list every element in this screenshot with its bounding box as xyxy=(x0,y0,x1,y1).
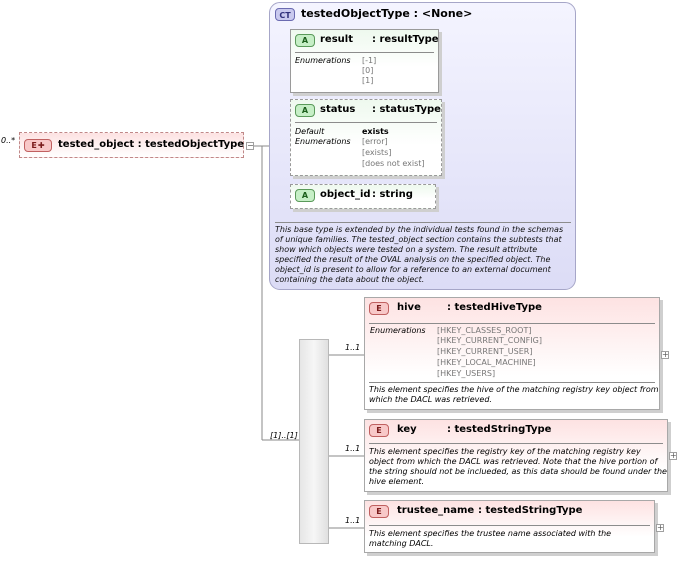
attribute-type: : string xyxy=(372,189,413,200)
element-description: This element specifies the registry key … xyxy=(369,447,667,486)
attribute-divider xyxy=(295,52,434,53)
attribute-name: result xyxy=(320,34,353,45)
element-divider xyxy=(369,443,663,444)
enumeration-value: [-1] xyxy=(362,56,377,65)
element-hive[interactable]: E hive : testedHiveType Enumerations [HK… xyxy=(364,297,660,410)
element-icon: E xyxy=(369,302,389,315)
element-divider xyxy=(369,382,655,383)
attribute-result[interactable]: A result : resultType Enumerations [-1] … xyxy=(290,29,439,93)
enumerations-label: Enumerations xyxy=(370,326,426,335)
element-type: : testedStringType xyxy=(447,424,552,435)
sequence-compositor[interactable] xyxy=(299,339,329,544)
root-element-tested-object[interactable]: E✚ tested_object : testedObjectType xyxy=(19,132,244,158)
element-cardinality: 1..1 xyxy=(345,444,361,453)
enumeration-value: [exists] xyxy=(362,148,392,157)
complex-type-description: This base type is extended by the indivi… xyxy=(275,222,571,285)
enumeration-value: [HKEY_CLASSES_ROOT] xyxy=(437,326,532,335)
root-cardinality: 0..* xyxy=(1,136,16,145)
element-type: : testedStringType xyxy=(478,505,583,516)
element-icon: E xyxy=(369,424,389,437)
element-divider xyxy=(369,323,655,324)
attribute-type: : resultType xyxy=(372,34,439,45)
enumerations-label: Enumerations xyxy=(295,137,351,146)
attribute-status[interactable]: A status : statusType Default exists Enu… xyxy=(290,99,442,176)
element-type: : testedHiveType xyxy=(447,302,542,313)
attribute-object-id[interactable]: A object_id : string xyxy=(290,184,436,209)
default-label: Default xyxy=(295,127,325,136)
enumeration-value: [1] xyxy=(362,76,374,85)
element-divider xyxy=(369,525,650,526)
attribute-divider xyxy=(295,122,437,123)
attribute-name: status xyxy=(320,104,356,115)
collapse-toggle-icon[interactable]: − xyxy=(246,141,254,150)
attribute-icon: A xyxy=(295,34,315,47)
enumeration-value: [HKEY_USERS] xyxy=(437,369,496,378)
enumeration-value: [HKEY_CURRENT_USER] xyxy=(437,347,533,356)
element-cardinality: 1..1 xyxy=(345,343,361,352)
enumeration-value: [error] xyxy=(362,137,388,146)
complex-type-icon: CT xyxy=(275,8,295,21)
expand-toggle-icon[interactable]: + xyxy=(669,451,677,460)
expand-toggle-icon[interactable]: + xyxy=(656,523,664,532)
element-key[interactable]: E key : testedStringType This element sp… xyxy=(364,419,668,492)
root-element-label: tested_object : testedObjectType xyxy=(58,139,245,150)
element-name: trustee_name xyxy=(397,505,475,516)
expand-toggle-icon[interactable]: + xyxy=(661,350,669,359)
element-cardinality: 1..1 xyxy=(345,516,361,525)
attribute-icon: A xyxy=(295,104,315,117)
element-description: This element specifies the trustee name … xyxy=(369,529,612,548)
enumeration-value: [HKEY_LOCAL_MACHINE] xyxy=(437,358,536,367)
element-description: This element specifies the hive of the m… xyxy=(369,385,659,404)
element-trustee-name[interactable]: E trustee_name : testedStringType This e… xyxy=(364,500,655,553)
enumeration-value: [does not exist] xyxy=(362,159,425,168)
default-value: exists xyxy=(362,127,389,136)
attribute-type: : statusType xyxy=(372,104,441,115)
element-name: hive xyxy=(397,302,421,313)
attribute-icon: A xyxy=(295,189,315,202)
enumeration-value: [HKEY_CURRENT_CONFIG] xyxy=(437,336,542,345)
element-icon: E✚ xyxy=(24,139,52,152)
enumeration-value: [0] xyxy=(362,66,374,75)
complex-type-title: testedObjectType : <None> xyxy=(301,7,473,20)
element-name: key xyxy=(397,424,417,435)
attribute-name: object_id xyxy=(320,189,371,200)
element-icon: E xyxy=(369,505,389,518)
sequence-cardinality: [1]..[1] xyxy=(270,431,298,440)
enumerations-label: Enumerations xyxy=(295,56,351,65)
